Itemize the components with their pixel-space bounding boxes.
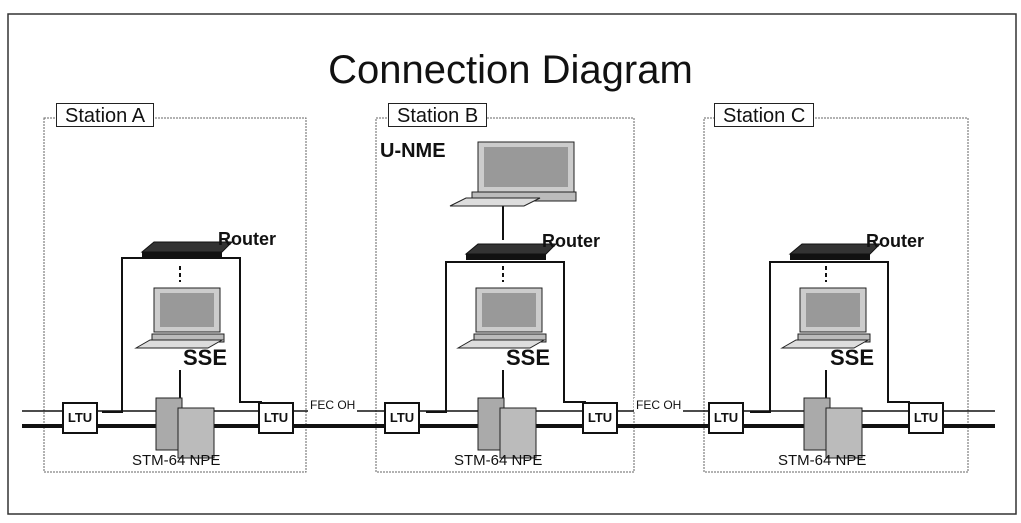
sse-label: SSE xyxy=(183,345,228,370)
npe-equipment-icon xyxy=(477,397,537,459)
station-c-box xyxy=(703,117,969,473)
ltu-box: LTU xyxy=(258,402,294,434)
station-a-label: Station A xyxy=(56,103,155,127)
outer-border xyxy=(7,13,1017,515)
computer-icon xyxy=(134,287,225,349)
fec-oh-label: FEC OH xyxy=(308,398,358,412)
ltu-box: LTU xyxy=(708,402,744,434)
npe-equipment-icon xyxy=(155,397,215,459)
npe-label: STM-64 NPE xyxy=(454,452,543,469)
sse-label: SSE xyxy=(830,345,875,370)
station-b-box xyxy=(375,117,635,473)
router-icon xyxy=(464,243,558,260)
router-label: Router xyxy=(218,229,276,249)
npe-label: STM-64 NPE xyxy=(778,452,867,469)
ltu-box: LTU xyxy=(384,402,420,434)
u-nme-label: U-NME xyxy=(380,140,446,162)
station-a-box xyxy=(43,117,307,473)
npe-equipment-icon xyxy=(803,397,863,459)
station-b-label: Station B xyxy=(388,103,488,127)
ltu-box: LTU xyxy=(582,402,618,434)
sse-label: SSE xyxy=(506,345,551,370)
ltu-box: LTU xyxy=(62,402,98,434)
router-label: Router xyxy=(542,231,600,251)
station-c-label: Station C xyxy=(714,103,815,127)
page-title: Connection Diagram xyxy=(328,48,693,92)
station-c-wiring xyxy=(750,261,910,413)
fec-oh-label: FEC OH xyxy=(634,398,684,412)
station-b-wiring xyxy=(426,205,586,413)
router-label: Router xyxy=(866,231,924,251)
npe-label: STM-64 NPE xyxy=(132,452,221,469)
computer-icon xyxy=(780,287,871,349)
router-icon xyxy=(140,241,234,258)
router-icon xyxy=(788,243,882,260)
ltu-box: LTU xyxy=(908,402,944,434)
computer-icon xyxy=(456,287,547,349)
u-nme-computer-icon xyxy=(449,141,577,207)
